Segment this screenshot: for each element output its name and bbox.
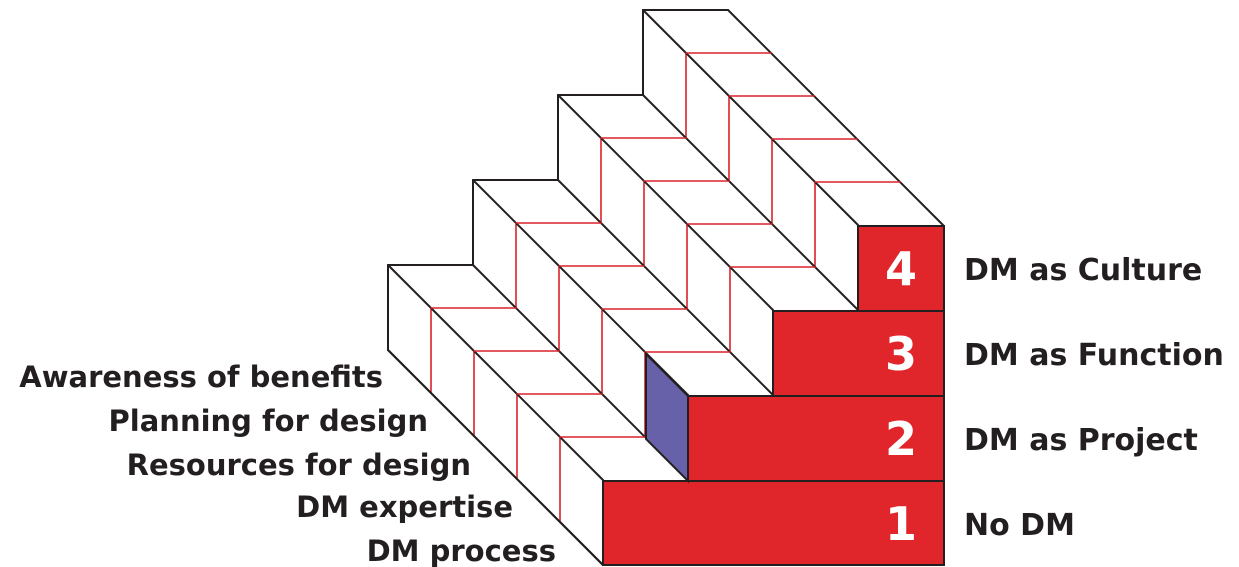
step-face-4 xyxy=(857,225,945,312)
step-number-1: 1 xyxy=(885,497,917,551)
level-label-4: DM as Culture xyxy=(964,253,1202,288)
dimension-label-process: DM process xyxy=(367,534,556,567)
level-label-3: DM as Function xyxy=(964,338,1224,373)
depth-edge xyxy=(642,9,859,226)
dimension-label-awareness: Awareness of benefits xyxy=(19,360,383,394)
dimension-label-expertise: DM expertise xyxy=(296,490,513,524)
step-number-3: 3 xyxy=(885,327,917,381)
depth-edge xyxy=(727,9,944,226)
highlighted-riser xyxy=(645,351,689,484)
depth-edge xyxy=(557,179,774,396)
depth-edge xyxy=(642,94,859,311)
dimension-label-resources: Resources for design xyxy=(127,448,471,482)
staircase-grid-lines xyxy=(387,9,901,438)
dimension-label-planning: Planning for design xyxy=(109,404,428,438)
level-label-2: DM as Project xyxy=(964,423,1198,458)
step-number-2: 2 xyxy=(885,412,917,466)
step-face-1 xyxy=(602,480,945,566)
level-label-1: No DM xyxy=(964,508,1075,543)
step-face-3 xyxy=(772,310,945,397)
step-face-2 xyxy=(687,395,945,482)
step-number-4: 4 xyxy=(885,242,917,296)
depth-edge xyxy=(387,264,604,481)
base-edge xyxy=(387,349,604,566)
depth-edge xyxy=(557,94,774,311)
